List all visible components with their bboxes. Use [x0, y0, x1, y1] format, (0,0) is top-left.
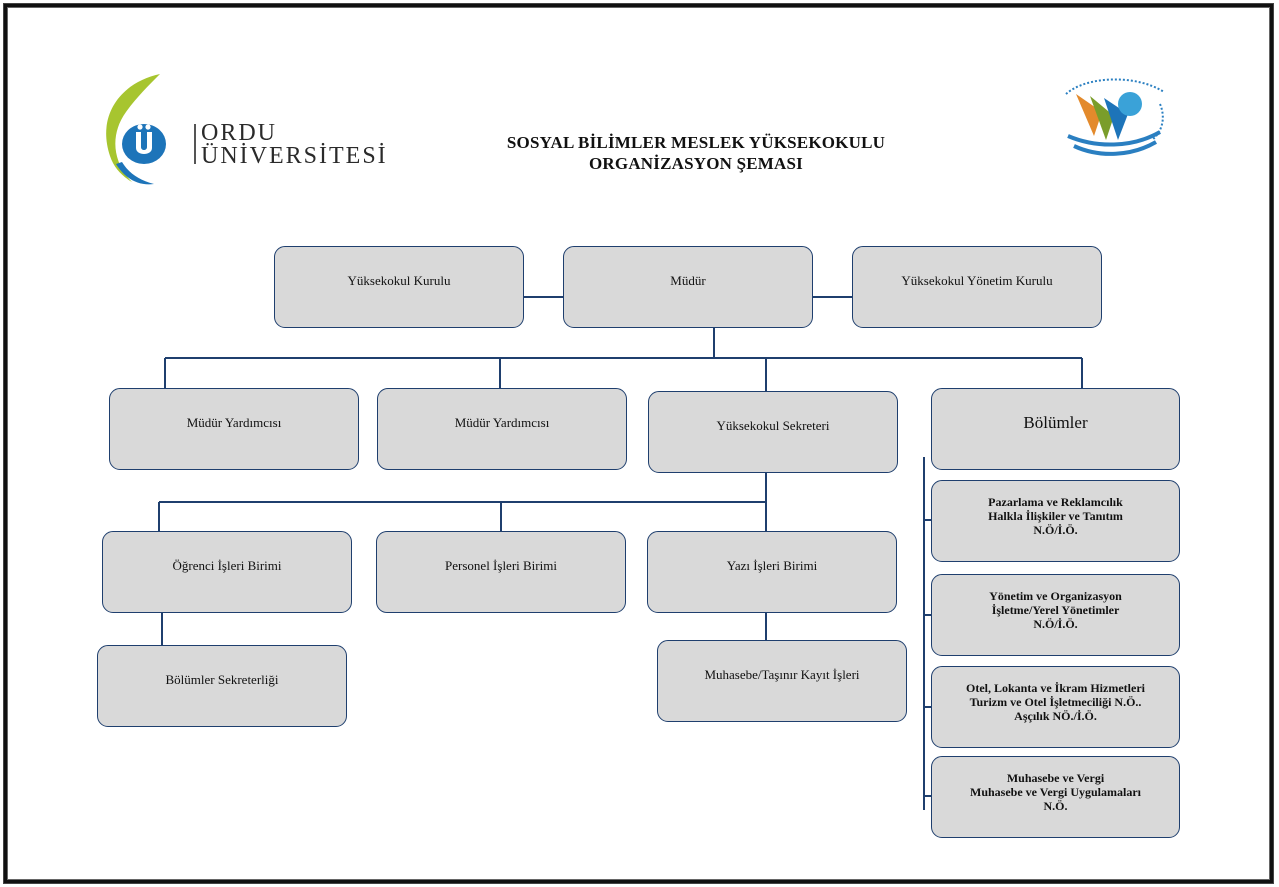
box-department-hotel-restaurant: Otel, Lokanta ve İkram Hizmetleri Turizm… [931, 666, 1180, 748]
deputy-director-1-label: Müdür Yardımcısı [186, 414, 282, 430]
department-line: Halkla İlişkiler ve Tanıtım [988, 509, 1123, 523]
department-line: Otel, Lokanta ve İkram Hizmetleri [966, 681, 1145, 695]
box-director: Müdür [563, 246, 813, 328]
personnel-affairs-label: Personel İşleri Birimi [445, 557, 557, 573]
title-line1: SOSYAL BİLİMLER MESLEK YÜKSEKOKULU [506, 133, 886, 152]
department-line: Muhasebe ve Vergi [1006, 771, 1105, 785]
department-line: İşletme/Yerel Yönetimler [991, 603, 1120, 617]
executive-board-label: Yüksekokul Yönetim Kurulu [901, 272, 1053, 288]
box-writing-affairs: Yazı İşleri Birimi [647, 531, 897, 613]
box-personnel-affairs: Personel İşleri Birimi [376, 531, 626, 613]
department-line: N.Ö/İ.Ö. [1033, 523, 1078, 537]
school-board-label: Yüksekokul Kurulu [347, 272, 451, 288]
page-border [4, 4, 1273, 883]
department-line: N.Ö/İ.Ö. [1033, 617, 1078, 631]
box-school-board: Yüksekokul Kurulu [274, 246, 524, 328]
department-line: Yönetim ve Organizasyon [989, 589, 1122, 603]
departments-label: Bölümler [1023, 412, 1088, 432]
box-department-secretariat: Bölümler Sekreterliği [97, 645, 347, 727]
ordu-university-logo [92, 72, 392, 190]
chart-title: SOSYAL BİLİMLER MESLEK YÜKSEKOKULU ORGAN… [440, 132, 952, 174]
department-line: Aşçılık NÖ./İ.Ö. [1014, 709, 1097, 723]
box-school-executive-board: Yüksekokul Yönetim Kurulu [852, 246, 1102, 328]
deputy-director-2-label: Müdür Yardımcısı [454, 414, 550, 430]
department-line: N.Ö. [1043, 799, 1068, 813]
box-school-secretary: Yüksekokul Sekreteri [648, 391, 898, 473]
school-secretary-label: Yüksekokul Sekreteri [716, 417, 830, 433]
box-department-accounting-tax: Muhasebe ve Vergi Muhasebe ve Vergi Uygu… [931, 756, 1180, 838]
school-logo [1056, 74, 1171, 166]
director-label: Müdür [670, 272, 706, 288]
department-line: Muhasebe ve Vergi Uygulamaları [970, 785, 1141, 799]
university-name: ORDU ÜNİVERSİTESİ [201, 120, 388, 169]
box-student-affairs: Öğrenci İşleri Birimi [102, 531, 352, 613]
writing-affairs-label: Yazı İşleri Birimi [726, 557, 818, 573]
box-deputy-director-2: Müdür Yardımcısı [377, 388, 627, 470]
student-affairs-label: Öğrenci İşleri Birimi [172, 557, 282, 573]
box-department-management: Yönetim ve Organizasyon İşletme/Yerel Yö… [931, 574, 1180, 656]
accounting-records-label: Muhasebe/Taşınır Kayıt İşleri [704, 666, 860, 682]
box-deputy-director-1: Müdür Yardımcısı [109, 388, 359, 470]
box-department-marketing: Pazarlama ve Reklamcılık Halkla İlişkile… [931, 480, 1180, 562]
department-secretariat-label: Bölümler Sekreterliği [165, 671, 279, 687]
title-line2: ORGANİZASYON ŞEMASI [589, 154, 803, 173]
university-name-line2: ÜNİVERSİTESİ [201, 143, 388, 169]
box-departments: Bölümler [931, 388, 1180, 470]
university-emblem-icon [106, 74, 196, 185]
box-accounting-records: Muhasebe/Taşınır Kayıt İşleri [657, 640, 907, 722]
university-name-line1: ORDU [201, 120, 278, 146]
department-line: Turizm ve Otel İşletmeciliği N.Ö.. [969, 695, 1142, 709]
school-emblem-icon [1065, 78, 1165, 156]
department-line: Pazarlama ve Reklamcılık [988, 495, 1123, 509]
